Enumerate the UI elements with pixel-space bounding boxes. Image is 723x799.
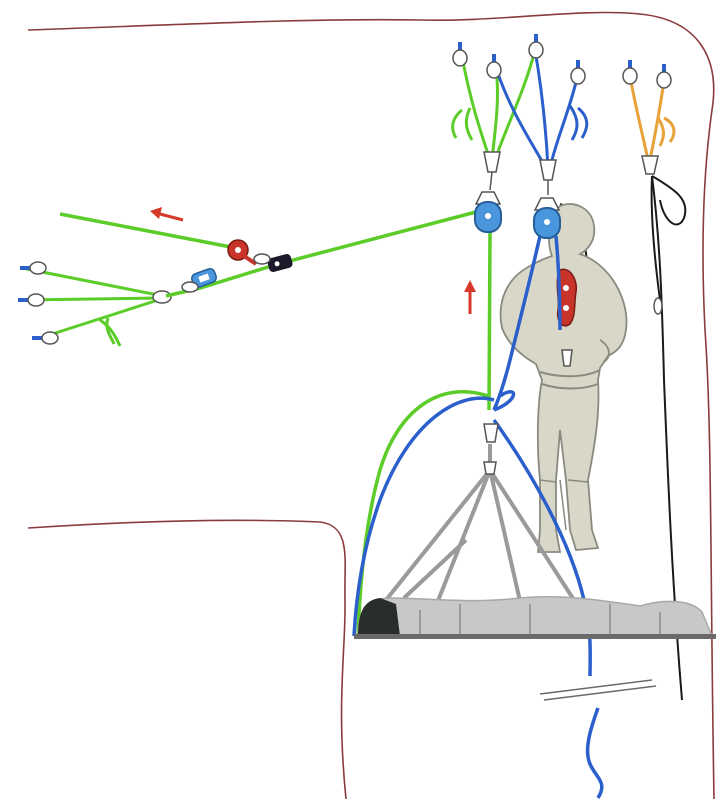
anchor-bolt-icon <box>487 54 501 78</box>
link-carabiner <box>484 152 500 172</box>
arrow-icon <box>150 207 183 220</box>
link-carabiner <box>562 350 572 366</box>
link-carabiner <box>484 424 498 442</box>
anchor-bolt-icon <box>453 42 467 66</box>
descender-icon <box>228 240 256 264</box>
link-carabiner <box>540 160 556 180</box>
top-anchor-orange <box>630 76 674 160</box>
anchor-bolt-icon <box>18 294 44 306</box>
rope-break-mark <box>540 680 656 700</box>
pulley-icon <box>534 198 560 238</box>
anchor-bolt-icon <box>20 262 46 274</box>
anchor-bolt-icon <box>623 60 637 84</box>
link-carabiner <box>642 156 658 174</box>
anchor-bolt-icon <box>571 60 585 84</box>
anchor-bolt-icon <box>529 34 543 58</box>
link-carabiner <box>484 462 496 474</box>
stretcher-frame <box>354 634 716 639</box>
rescuer <box>501 204 627 552</box>
link-carabiner <box>254 254 270 264</box>
stretcher <box>354 597 716 639</box>
rock-edge-top <box>28 12 714 799</box>
anchor-bolt-icon <box>657 64 671 88</box>
arrow-icon <box>464 280 476 314</box>
top-anchor-blue <box>496 50 587 168</box>
rope-grab-icon <box>267 253 294 273</box>
link-carabiner <box>654 298 662 314</box>
left-anchor-system <box>18 262 171 346</box>
anchor-bolt-icon <box>32 332 58 344</box>
rock-edge-ledge <box>28 520 346 799</box>
link-carabiner <box>182 282 198 292</box>
pulley-icon <box>475 192 501 232</box>
